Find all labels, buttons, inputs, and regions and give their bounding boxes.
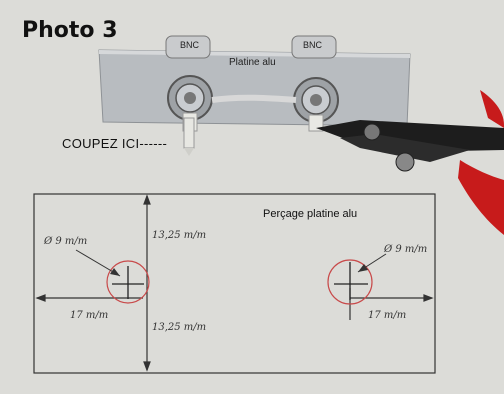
dim-right-label: 17 m/m	[368, 310, 407, 321]
pliers-icon	[316, 90, 504, 235]
dim-top-label: 13,25 m/m	[152, 230, 207, 241]
hole-right	[327, 253, 387, 305]
hole-left-label: Ø 9 m/m	[44, 236, 88, 247]
bnc-label-left: BNC	[180, 40, 200, 50]
drawing-title: Perçage platine alu	[263, 208, 358, 220]
cut-label: COUPEZ ICI------	[62, 136, 168, 151]
dim-bottom-label: 13,25 m/m	[152, 322, 207, 333]
bnc-label-right: BNC	[303, 40, 323, 50]
solder-wire	[211, 94, 297, 103]
terminal-pin	[183, 117, 195, 156]
hole-right-label: Ø 9 m/m	[384, 244, 428, 255]
plate-label: Platine alu	[229, 57, 276, 68]
hole-left	[75, 249, 150, 304]
dim-left-label: 17 m/m	[70, 310, 109, 321]
bnc-connector-right	[291, 35, 339, 132]
photo-title: Photo 3	[22, 18, 118, 43]
